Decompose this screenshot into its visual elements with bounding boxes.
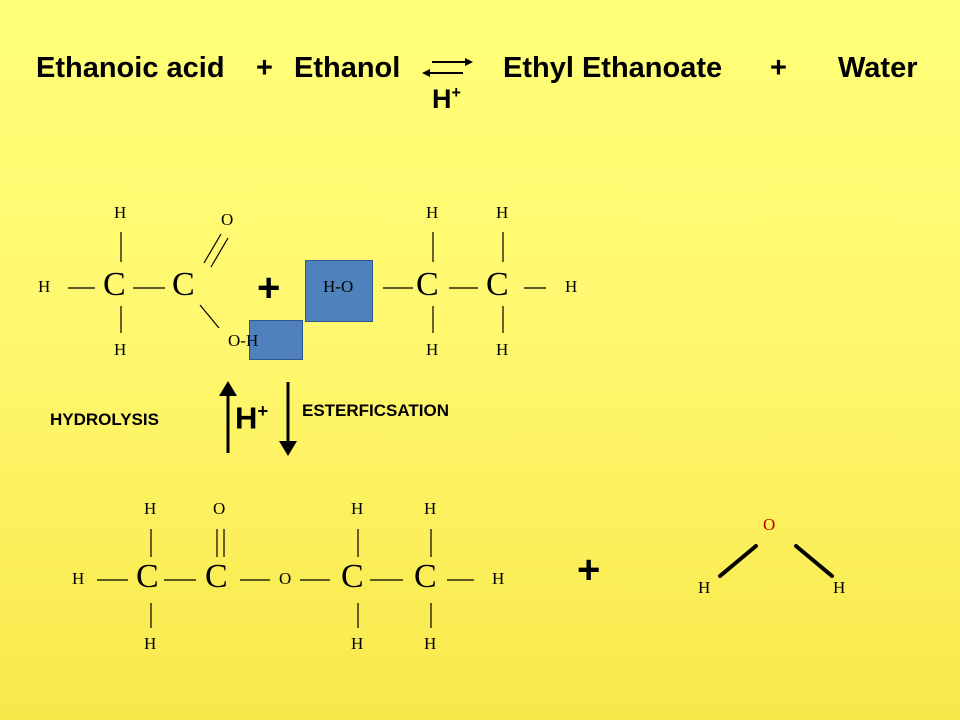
product-water: Water bbox=[838, 52, 918, 84]
reaction-plus-middle: + bbox=[257, 266, 281, 310]
ethanol-carbon-1: C bbox=[416, 266, 439, 303]
equation-plus-1: + bbox=[256, 52, 273, 84]
acid-bonds bbox=[68, 232, 229, 333]
ester-h-right: H bbox=[492, 569, 505, 588]
ethanol-bonds bbox=[383, 232, 546, 333]
acid-h-bottom: H bbox=[114, 340, 127, 359]
product-ethyl-ethanoate: Ethyl Ethanoate bbox=[503, 52, 723, 84]
ester-h-top-4: H bbox=[424, 499, 437, 518]
hydrolysis-label: HYDROLYSIS bbox=[50, 410, 159, 429]
ester-carbon-4: C bbox=[414, 558, 437, 595]
esterification-label: ESTERFICSATION bbox=[302, 401, 450, 420]
ester-h-top-1: H bbox=[144, 499, 157, 518]
ethanol-h-bottom-1: H bbox=[426, 340, 439, 359]
water-oxygen: O bbox=[763, 515, 776, 534]
acid-h-left: H bbox=[38, 277, 51, 296]
esterification-arrow-icon bbox=[279, 382, 297, 456]
acid-h-top: H bbox=[114, 203, 127, 222]
hydrogen-highlight-box bbox=[305, 260, 373, 322]
water-h-right: H bbox=[833, 578, 846, 597]
hydrolysis-arrow-icon bbox=[219, 381, 237, 453]
ester-h-left: H bbox=[72, 569, 85, 588]
ethanol-h-top-2: H bbox=[496, 203, 509, 222]
ester-carbon-1: C bbox=[136, 558, 159, 595]
ester-h-bottom-3: H bbox=[351, 634, 364, 653]
acid-carbon-1: C bbox=[103, 266, 126, 303]
reactant-ethanoic-acid: Ethanoic acid bbox=[36, 52, 225, 84]
reaction-plus-bottom: + bbox=[577, 548, 601, 592]
ester-carbon-3: C bbox=[341, 558, 364, 595]
acid-oxygen-double: O bbox=[221, 210, 234, 229]
equation-plus-2: + bbox=[770, 52, 787, 84]
acid-hydroxyl: O-H bbox=[228, 331, 259, 350]
ester-h-top-3: H bbox=[351, 499, 364, 518]
ester-carbon-2: C bbox=[205, 558, 228, 595]
hydroxyl-highlight-box bbox=[249, 320, 303, 360]
water-h-left: H bbox=[698, 578, 711, 597]
ethanol-h-bottom-2: H bbox=[496, 340, 509, 359]
ester-oxygen-top: O bbox=[213, 499, 226, 518]
ester-oxygen-bridge: O bbox=[279, 569, 292, 588]
reactant-ethanol: Ethanol bbox=[294, 52, 401, 84]
ethanol-carbon-2: C bbox=[486, 266, 509, 303]
ester-bonds bbox=[97, 529, 474, 628]
process-catalyst: H+ bbox=[235, 400, 269, 436]
ethanol-hydroxyl: H-O bbox=[323, 277, 354, 296]
water-bonds bbox=[718, 544, 834, 578]
ethanol-h-right: H bbox=[565, 277, 578, 296]
ester-h-bottom-4: H bbox=[424, 634, 437, 653]
ethanol-h-top-1: H bbox=[426, 203, 439, 222]
equilibrium-arrow-icon bbox=[422, 58, 473, 77]
acid-carbon-2: C bbox=[172, 266, 195, 303]
ester-h-bottom-1: H bbox=[144, 634, 157, 653]
equation-catalyst: H+ bbox=[432, 84, 461, 114]
